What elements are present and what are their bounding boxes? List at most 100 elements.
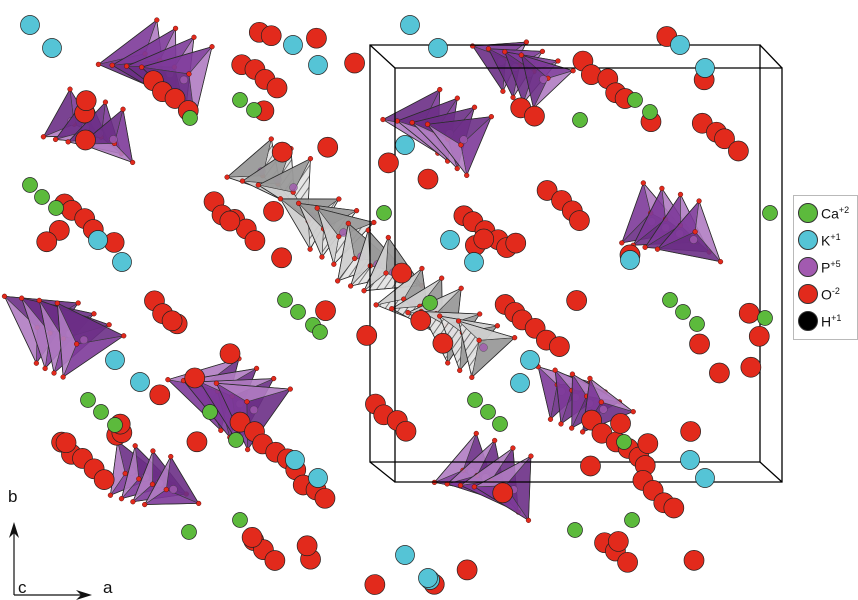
- oxygen-vertex: [405, 309, 411, 316]
- oxygen-vertex: [492, 437, 498, 444]
- ca-atom: [624, 512, 640, 528]
- phosphorus-center: [689, 235, 698, 244]
- oxygen-vertex: [239, 178, 246, 184]
- phosphorus-center: [109, 135, 118, 144]
- k-atom: [283, 35, 303, 55]
- oxygen-vertex: [523, 39, 530, 45]
- oxygen-vertex: [33, 360, 39, 366]
- k-atom: [395, 545, 415, 565]
- oxygen-vertex: [213, 380, 219, 386]
- oxygen-vertex: [485, 46, 492, 52]
- oxygen-vertex: [539, 48, 546, 54]
- unit-cell-edge: [369, 461, 396, 483]
- oxygen-vertex: [224, 174, 230, 180]
- o-atom: [637, 433, 659, 454]
- oxygen-vertex: [389, 306, 395, 312]
- ca-atom: [290, 304, 306, 320]
- o-atom: [505, 232, 527, 254]
- ca-atom: [572, 112, 588, 128]
- o-atom: [260, 25, 282, 47]
- oxygen-vertex: [336, 196, 342, 202]
- unit-cell-edge: [759, 461, 783, 483]
- o-atom: [410, 310, 432, 331]
- oxygen-vertex: [287, 386, 293, 392]
- phosphorus-center: [289, 183, 298, 192]
- ca-atom: [80, 392, 96, 408]
- oxygen-vertex: [307, 156, 314, 162]
- o-atom: [417, 168, 439, 190]
- legend-charge-p: +5: [830, 258, 841, 269]
- oxygen-vertex: [19, 295, 25, 301]
- oxygen-vertex: [569, 371, 576, 377]
- o-atom: [395, 420, 417, 442]
- tetrahedron-edge: [56, 302, 125, 378]
- o-atom: [617, 551, 638, 573]
- oxygen-vertex: [454, 165, 460, 172]
- legend-item-p: P+5: [798, 255, 841, 279]
- k-atom: [20, 15, 40, 35]
- oxygen-vertex: [512, 335, 518, 341]
- o-atom: [536, 180, 558, 201]
- oxygen-vertex: [271, 375, 277, 382]
- o-atom: [314, 487, 336, 509]
- oxygen-vertex: [42, 365, 48, 372]
- h-atom-swatch: [798, 311, 818, 331]
- oxygen-vertex: [471, 104, 478, 110]
- ca-atom: [202, 404, 218, 420]
- oxygen-vertex: [598, 399, 604, 405]
- oxygen-vertex: [558, 421, 564, 427]
- oxygen-vertex: [437, 86, 443, 93]
- ca-atom: [277, 292, 293, 308]
- oxygen-vertex: [91, 311, 97, 317]
- oxygen-vertex: [1, 293, 8, 299]
- oxygen-vertex: [314, 205, 320, 211]
- oxygen-vertex: [502, 49, 508, 55]
- oxygen-vertex: [255, 182, 261, 188]
- oxygen-vertex: [191, 34, 197, 40]
- oxygen-vertex: [457, 367, 463, 373]
- legend-label-ca: Ca: [821, 205, 839, 222]
- oxygen-vertex: [218, 427, 224, 433]
- tetrahedron-edge: [458, 320, 516, 379]
- oxygen-vertex: [494, 323, 501, 329]
- o-atom: [264, 550, 286, 571]
- oxygen-vertex: [52, 136, 59, 143]
- axis-a-label: a: [103, 578, 113, 597]
- k-atom: [620, 250, 640, 270]
- oxygen-vertex: [149, 481, 156, 487]
- oxygen-vertex: [336, 233, 342, 240]
- k-atom: [308, 468, 328, 488]
- oxygen-vertex: [109, 62, 115, 68]
- phosphorus-center: [459, 135, 468, 144]
- oxygen-vertex: [528, 453, 534, 459]
- oxygen-vertex: [371, 219, 377, 226]
- oxygen-vertex: [120, 106, 126, 112]
- o-atom: [75, 129, 96, 151]
- oxygen-vertex: [163, 486, 169, 493]
- ca-atom: [762, 205, 778, 221]
- oxygen-vertex: [373, 302, 379, 308]
- phosphorus-center: [539, 75, 548, 84]
- k-atom: [400, 15, 420, 35]
- o-atom: [569, 210, 590, 231]
- tetrahedron-edge: [520, 54, 574, 110]
- oxygen-vertex: [469, 374, 475, 380]
- o-atom: [391, 262, 413, 284]
- tetrahedron-edge: [473, 455, 532, 522]
- oxygen-vertex: [454, 95, 460, 101]
- o-atom: [55, 432, 77, 454]
- atoms-layer: [20, 15, 778, 595]
- o-atom: [344, 52, 365, 74]
- oxygen-vertex: [244, 399, 250, 405]
- oxygen-vertex: [383, 270, 389, 276]
- oxygen-vertex: [154, 17, 160, 23]
- o-atom: [456, 559, 478, 581]
- k-atom: [670, 35, 690, 55]
- ca-atom: [107, 417, 123, 433]
- oxygen-vertex: [642, 244, 648, 250]
- o-atom: [680, 421, 701, 442]
- o-atom: [738, 302, 760, 324]
- oxygen-vertex: [150, 448, 156, 454]
- k-atom: [308, 55, 328, 75]
- o-atom: [271, 247, 292, 269]
